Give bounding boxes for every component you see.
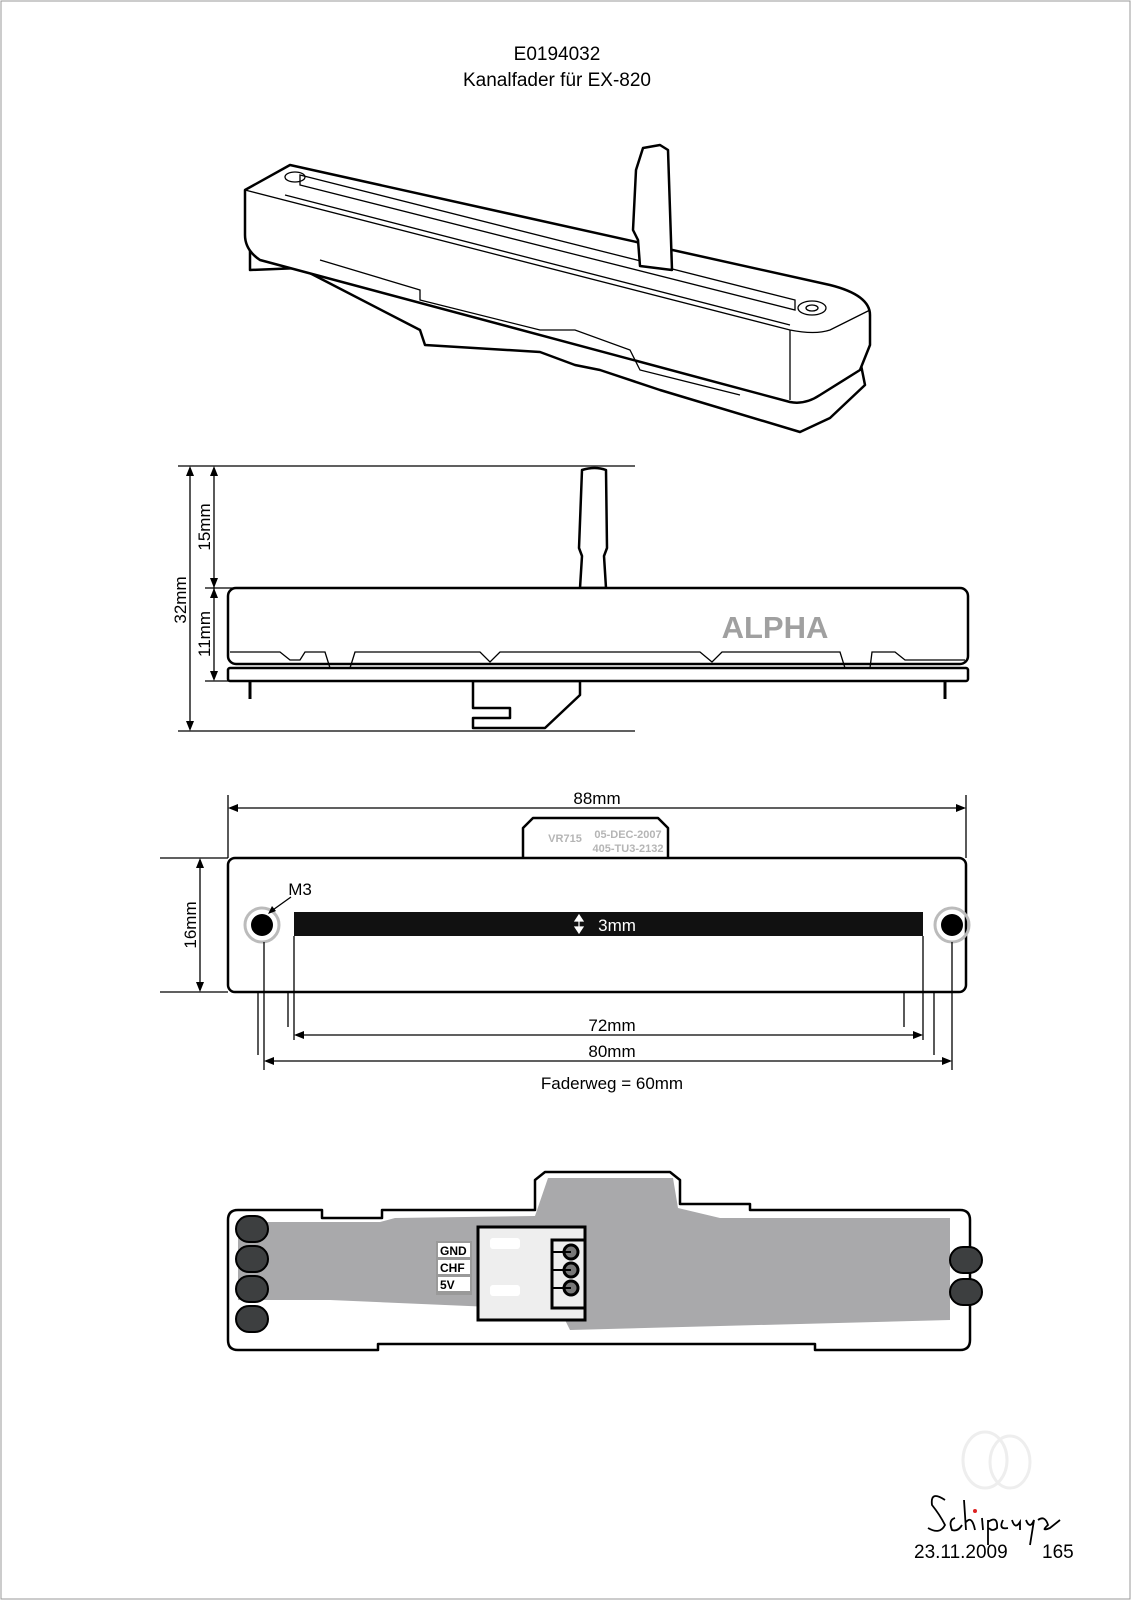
pin-label-chf: CHF [440, 1261, 465, 1275]
dim-total-height: 32mm [171, 576, 190, 623]
drawing-date: 23.11.2009 [914, 1542, 1008, 1563]
solder-pad [949, 1278, 983, 1306]
watermark-logo [961, 1430, 1032, 1490]
brand-label: ALPHA [722, 610, 829, 645]
pcb-copper [238, 1178, 950, 1330]
hole-label: M3 [288, 880, 312, 899]
part-description: Kanalfader für EX-820 [463, 70, 651, 91]
footer: 23.11.2009 165 [914, 1430, 1074, 1563]
dim-slot-length: 72mm [588, 1016, 635, 1035]
mount-hole-left [243, 906, 281, 944]
label-part: VR715 [548, 833, 582, 845]
dim-length: 88mm [573, 789, 620, 808]
page-number: 165 [1042, 1542, 1074, 1563]
solder-pad [949, 1246, 983, 1274]
solder-pad [235, 1215, 269, 1243]
label-code: 405-TU3-2132 [593, 843, 664, 855]
dim-hole-spacing: 80mm [588, 1042, 635, 1061]
fader-slot [294, 912, 923, 936]
pcb-view: GND CHF 5V [226, 1170, 983, 1352]
side-view: 32mm 15mm 11mm ALPHA [171, 465, 970, 732]
solder-pad [235, 1245, 269, 1273]
solder-pad [235, 1275, 269, 1303]
solder-pad [235, 1305, 269, 1333]
slider-bracket [471, 679, 582, 730]
fader-travel: Faderweg = 60mm [541, 1074, 683, 1093]
fader-body [226, 586, 970, 666]
signature [927, 1495, 1061, 1546]
perspective-view [243, 143, 872, 434]
dim-body-height: 11mm [195, 611, 214, 657]
pin-label-5v: 5V [440, 1278, 455, 1292]
label-tab [521, 816, 670, 858]
top-view: 88mm 16mm VR715 05-DEC-2007 405-TU3-2132… [160, 789, 971, 1093]
dim-slot-width: 3mm [598, 916, 636, 935]
dim-knob-height: 15mm [195, 503, 214, 550]
fader-knob [577, 466, 609, 590]
label-date: 05-DEC-2007 [594, 829, 661, 841]
pin-label-gnd: GND [440, 1244, 467, 1258]
dim-width: 16mm [181, 901, 200, 948]
part-number: E0194032 [514, 44, 601, 65]
